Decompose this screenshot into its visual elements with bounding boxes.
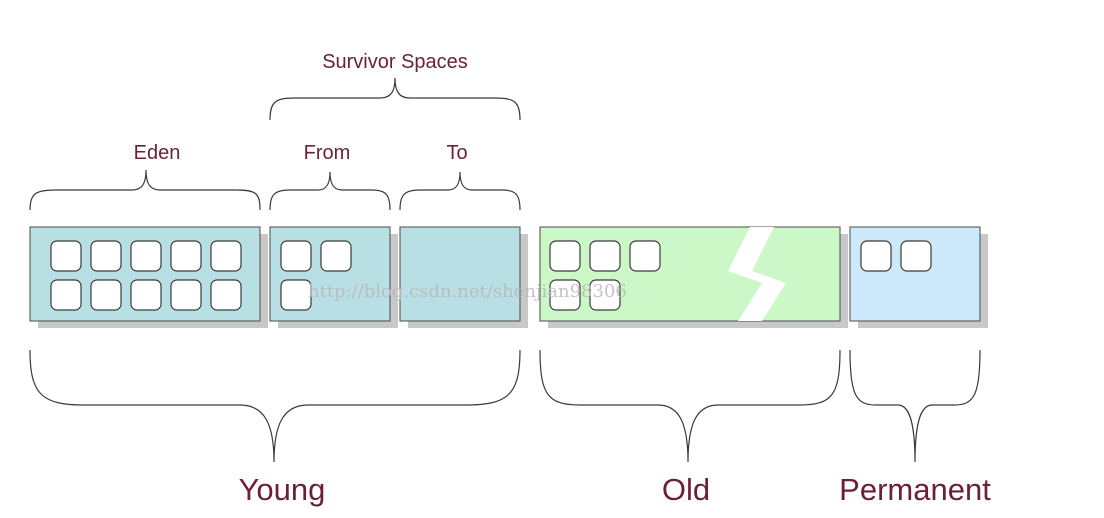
eden-object	[130, 240, 162, 272]
old-object	[629, 240, 661, 272]
old-object	[549, 279, 581, 311]
survivor-spaces-brace	[269, 77, 521, 121]
from-brace	[269, 171, 391, 211]
watermark-text: http://blog.csdn.net/shenjian98306	[308, 281, 627, 302]
old-object	[549, 240, 581, 272]
old-objects	[549, 240, 661, 311]
from-object	[280, 240, 312, 272]
eden-objects	[50, 240, 242, 311]
permanent-objects	[860, 240, 932, 272]
old-object	[589, 279, 621, 311]
survivor-to-region	[399, 226, 521, 322]
permanent-label: Permanent	[839, 472, 991, 507]
to-label: To	[446, 142, 467, 164]
eden-object	[210, 240, 242, 272]
from-label: From	[304, 142, 351, 164]
from-object	[320, 240, 352, 272]
old-object	[589, 240, 621, 272]
eden-label: Eden	[134, 142, 181, 164]
old-region	[539, 226, 841, 322]
eden-object	[50, 240, 82, 272]
permanent-object	[900, 240, 932, 272]
young-label: Young	[239, 472, 326, 507]
survivor-spaces-label: Survivor Spaces	[322, 51, 468, 73]
old-region-break	[728, 227, 786, 321]
from-object	[280, 279, 312, 311]
eden-object	[210, 279, 242, 311]
permanent-brace	[849, 349, 981, 463]
eden-object	[170, 240, 202, 272]
old-label: Old	[662, 472, 710, 507]
eden-object	[170, 279, 202, 311]
to-brace	[399, 171, 521, 211]
eden-object	[130, 279, 162, 311]
eden-object	[90, 279, 122, 311]
young-brace	[29, 349, 521, 463]
old-brace	[539, 349, 841, 463]
survivor-from-objects	[280, 240, 352, 311]
permanent-object	[860, 240, 892, 272]
eden-object	[90, 240, 122, 272]
eden-brace	[29, 169, 261, 211]
eden-object	[50, 279, 82, 311]
